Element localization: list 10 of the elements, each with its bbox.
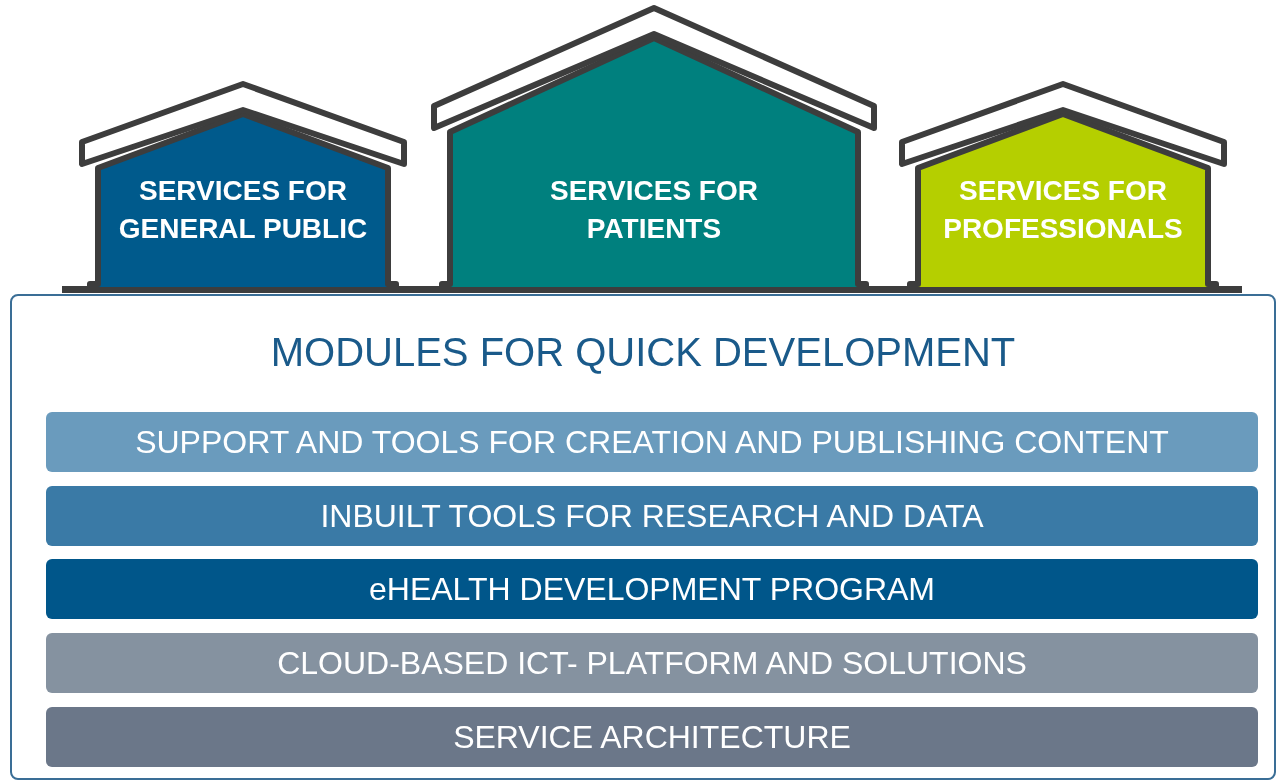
panel-title: MODULES FOR QUICK DEVELOPMENT	[270, 329, 1016, 376]
house-label: SERVICES FOR PATIENTS	[549, 174, 759, 246]
house-label: SERVICES FOR GENERAL PUBLIC	[117, 174, 369, 246]
module-bar: CLOUD-BASED ICT- PLATFORM AND SOLUTIONS	[46, 633, 1258, 693]
module-panel	[10, 294, 1276, 780]
module-bar: INBUILT TOOLS FOR RESEARCH AND DATA	[46, 486, 1258, 546]
module-bar: SUPPORT AND TOOLS FOR CREATION AND PUBLISHING CONTENT	[46, 412, 1258, 472]
module-bar: SERVICE ARCHITECTURE	[46, 707, 1258, 767]
module-bar: eHEALTH DEVELOPMENT PROGRAM	[46, 559, 1258, 619]
house-label: SERVICES FOR PROFESSIONALS	[942, 174, 1184, 246]
